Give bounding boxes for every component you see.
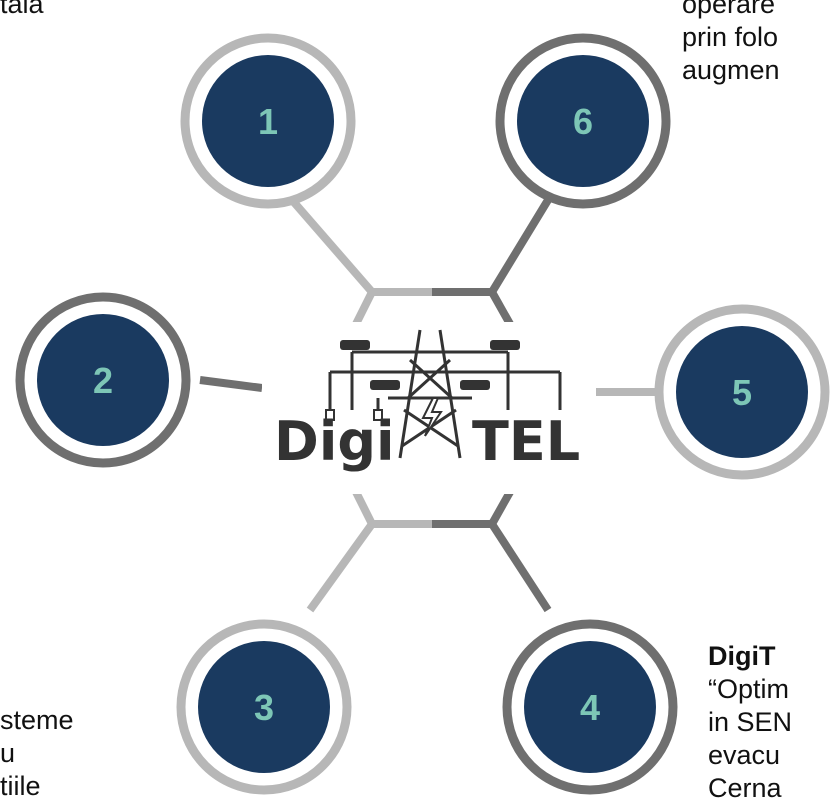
node-6-number: 6	[573, 101, 593, 142]
connector-2	[199, 376, 263, 392]
lightning-icon	[421, 397, 443, 437]
text-fragment-bottom-left-line-3: tiile	[0, 771, 41, 801]
node-4: 4	[502, 619, 678, 795]
node-2: 2	[15, 292, 191, 468]
text-fragment-bottom-right-line-3: evacu	[708, 740, 781, 770]
text-fragment-top-right-line-2: prin folo	[682, 22, 779, 52]
connectors	[199, 197, 666, 613]
hex-lower-left	[352, 490, 376, 526]
text-fragment-bottom-right-line-4: Cerna	[708, 773, 782, 803]
insulator-icons	[325, 409, 383, 421]
hexagon-frame	[352, 288, 514, 528]
text-fragment-bottom-left-line-1: steme	[0, 705, 74, 735]
hex-upper-right	[488, 290, 514, 326]
node-5-number: 5	[732, 372, 752, 413]
node-3-number: 3	[254, 687, 274, 728]
logo-text-right: TEL	[472, 410, 580, 473]
node-3: 3	[176, 619, 352, 795]
hex-upper-left	[352, 290, 376, 326]
digitel-logo: Digi TEL	[262, 322, 596, 494]
text-fragment-top-right-line-3: augmen	[682, 55, 780, 85]
text-fragment-bottom-left-line-2: u	[0, 738, 16, 768]
node-2-number: 2	[93, 360, 113, 401]
hex-lower-right	[488, 490, 514, 526]
text-fragment-bottom-right-title: DigiT	[708, 641, 776, 671]
node-5: 5	[654, 304, 830, 480]
connector-4	[488, 521, 552, 613]
text-fragment-top-left: tala	[0, 0, 44, 19]
node-1: 1	[180, 33, 356, 209]
text-fragment-bottom-right-line-2: in SEN	[708, 707, 793, 737]
logo-bars	[340, 340, 520, 390]
node-1-number: 1	[258, 101, 278, 142]
text-fragment-bottom-right-line-1: “Optim	[708, 674, 789, 704]
node-4-number: 4	[580, 687, 600, 728]
connector-3	[306, 521, 376, 613]
connector-6	[488, 197, 552, 295]
logo-text-left: Digi	[274, 410, 395, 473]
node-6: 6	[495, 33, 671, 209]
connector-1	[288, 197, 376, 295]
text-fragment-top-right-line-1: operare	[682, 0, 776, 19]
